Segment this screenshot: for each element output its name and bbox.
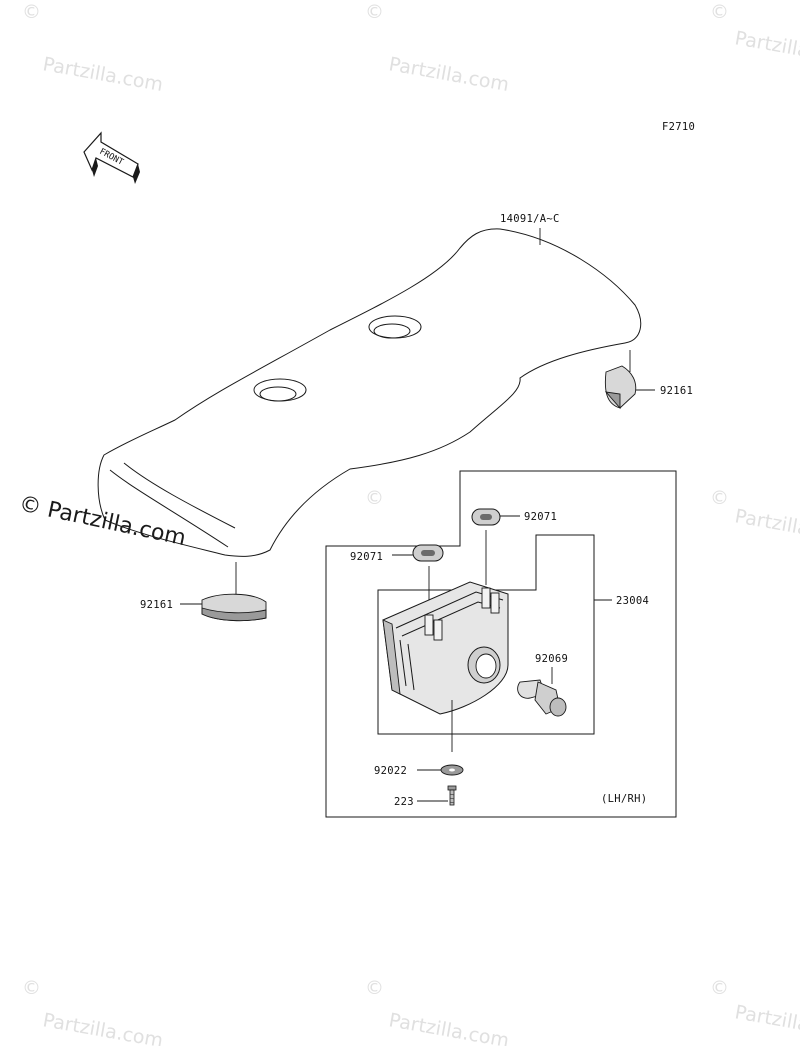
label-stopper-front: 92161 xyxy=(140,599,173,611)
light-housing xyxy=(382,581,509,752)
seat-14091: 14091/A~C xyxy=(97,213,642,557)
grommet-right-92071: 92071 xyxy=(471,508,557,585)
washer-92022: 92022 xyxy=(374,764,464,777)
watermark-group: © Partzilla.com © Partzilla.com © Partzi… xyxy=(17,1,800,1046)
grommet-left-92071: 92071 xyxy=(350,544,444,615)
watermark-copyright: © xyxy=(365,487,384,509)
watermark-text: Partzilla.com xyxy=(733,1001,800,1044)
stopper-front-92161: 92161 xyxy=(140,562,267,622)
label-seat: 14091/A~C xyxy=(500,213,560,225)
label-grommet-left: 92071 xyxy=(350,551,383,563)
watermark-text: Partzilla.com xyxy=(733,27,800,70)
label-washer: 92022 xyxy=(374,765,407,777)
label-bulb: 92069 xyxy=(535,653,568,665)
watermark-text: Partzilla.com xyxy=(387,1009,511,1046)
light-assy-frame xyxy=(377,534,595,735)
label-stopper-rear: 92161 xyxy=(660,385,693,397)
front-arrow-icon: FRONT xyxy=(83,131,140,184)
watermark-copyright: © xyxy=(710,1,729,23)
watermark-copyright: © xyxy=(710,977,729,999)
watermark-text: Partzilla.com xyxy=(387,53,511,96)
box-note: (LH/RH) xyxy=(601,793,647,805)
label-light-assy: 23004 xyxy=(616,595,649,607)
watermark-copyright: © xyxy=(22,977,41,999)
watermark-dark: © Partzilla.com xyxy=(17,491,188,551)
watermark-copyright: © xyxy=(365,977,384,999)
watermark-text: Partzilla.com xyxy=(41,1009,165,1046)
light-kit-frame xyxy=(325,470,677,818)
watermark-copyright: © xyxy=(710,487,729,509)
figure-code: F2710 xyxy=(662,121,695,133)
watermark-copyright: © xyxy=(365,1,384,23)
screw-223: 223 xyxy=(394,785,457,808)
label-screw: 223 xyxy=(394,796,414,808)
watermark-text: Partzilla.com xyxy=(41,53,165,96)
label-grommet-right: 92071 xyxy=(524,511,557,523)
watermark-copyright: © xyxy=(22,1,41,23)
stopper-rear-92161: 92161 xyxy=(604,350,693,410)
bulb-92069: 92069 xyxy=(517,653,568,717)
watermark-text: Partzilla.com xyxy=(733,505,800,548)
